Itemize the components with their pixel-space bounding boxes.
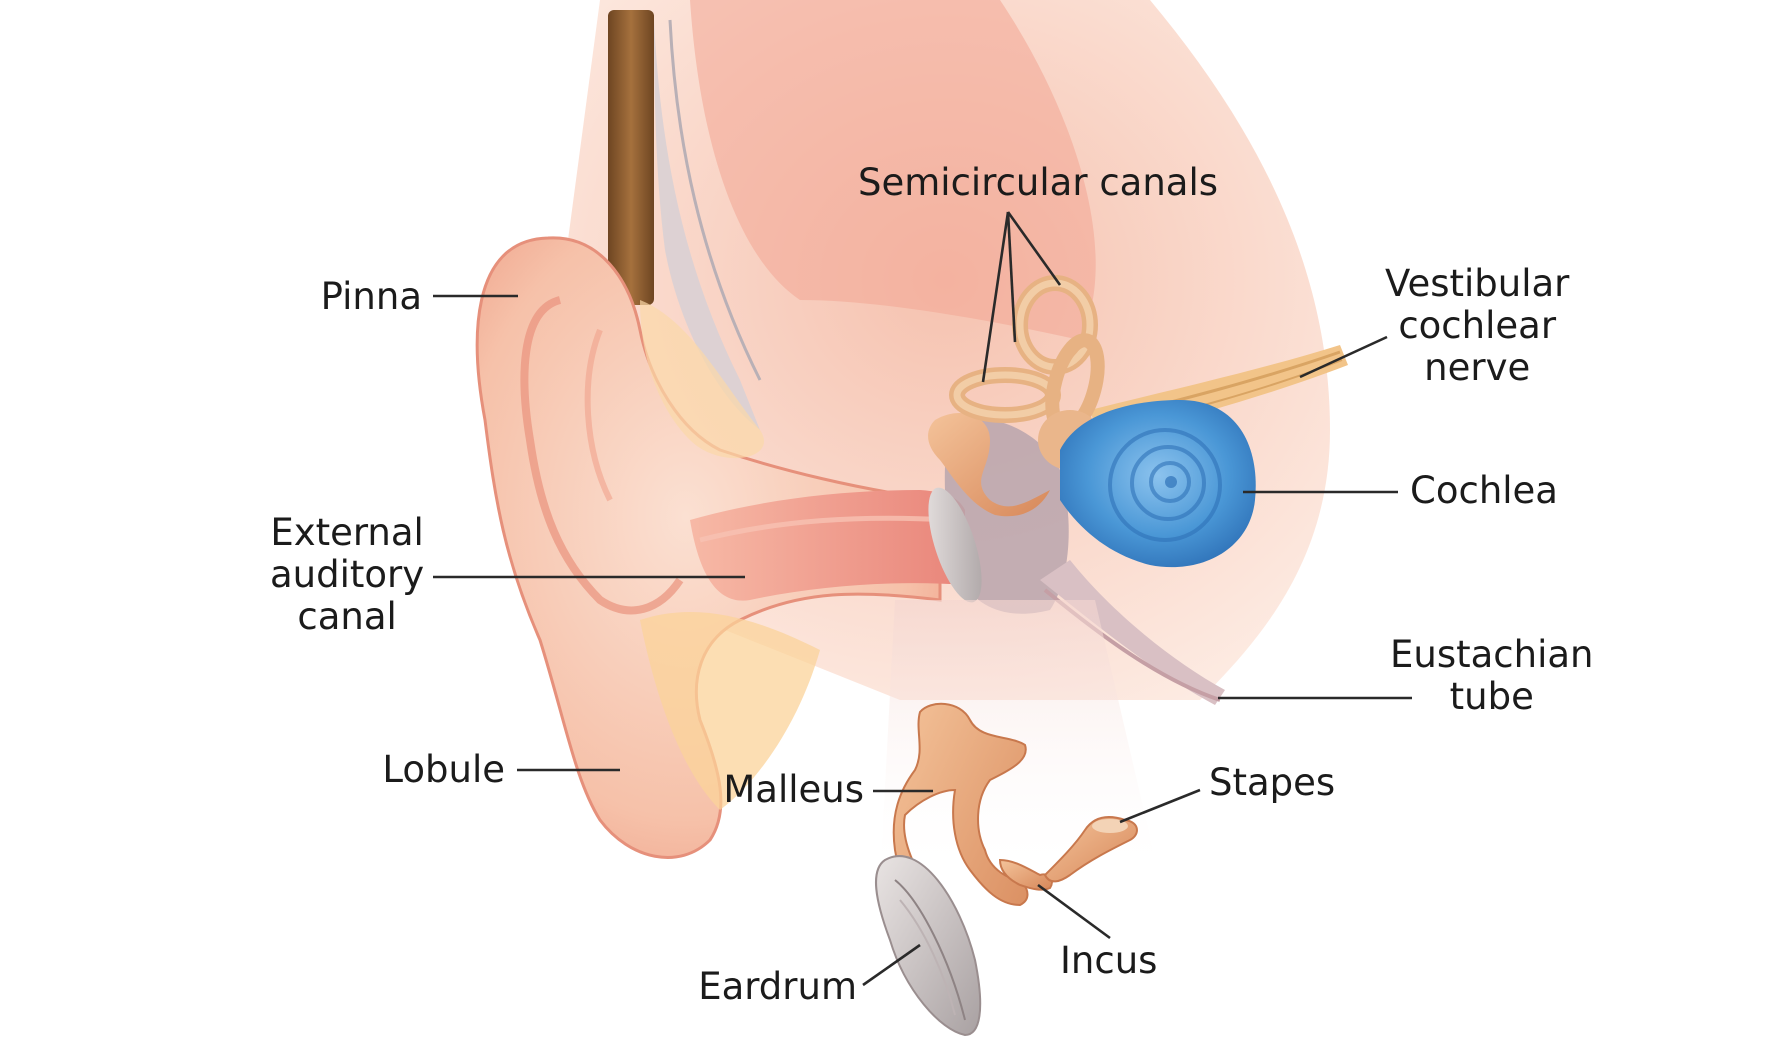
label-external-auditory-canal: External auditory canal	[270, 511, 425, 638]
label-eustachian-tube: Eustachian tube	[1390, 633, 1594, 718]
pinna-fold	[520, 296, 684, 615]
leader-semicircular-1	[981, 211, 1010, 383]
label-lobule: Lobule	[382, 748, 505, 791]
leader-nerve	[1299, 335, 1388, 379]
eardrum-insitu	[928, 487, 982, 603]
fat-pad	[640, 611, 820, 810]
leader-incus	[1037, 883, 1111, 940]
label-malleus: Malleus	[723, 768, 864, 811]
leader-semicircular-2	[1006, 211, 1017, 343]
ossicles-insitu	[928, 412, 1050, 517]
skull-region	[690, 0, 1096, 340]
label-stapes: Stapes	[1209, 761, 1336, 804]
skin-layers	[654, 20, 760, 430]
leader-semicircular-3	[1006, 211, 1062, 286]
label-semicircular-canals: Semicircular canals	[858, 161, 1219, 204]
leader-lines	[433, 211, 1412, 987]
label-vestibular-cochlear-nerve: Vestibular cochlear nerve	[1385, 262, 1570, 389]
cochlea-shape	[1060, 400, 1256, 568]
leader-stapes	[1119, 788, 1201, 824]
enlarged-incus	[998, 858, 1053, 891]
label-pinna: Pinna	[320, 275, 422, 318]
enlarged-stapes	[1043, 816, 1138, 883]
leader-eardrum	[862, 943, 921, 987]
hair-strip	[608, 10, 654, 305]
eustachian-tube-shape	[1040, 560, 1225, 705]
magnification-cone	[880, 600, 1160, 880]
label-cochlea: Cochlea	[1410, 469, 1558, 512]
label-eardrum: Eardrum	[698, 965, 857, 1008]
label-incus: Incus	[1060, 939, 1158, 982]
